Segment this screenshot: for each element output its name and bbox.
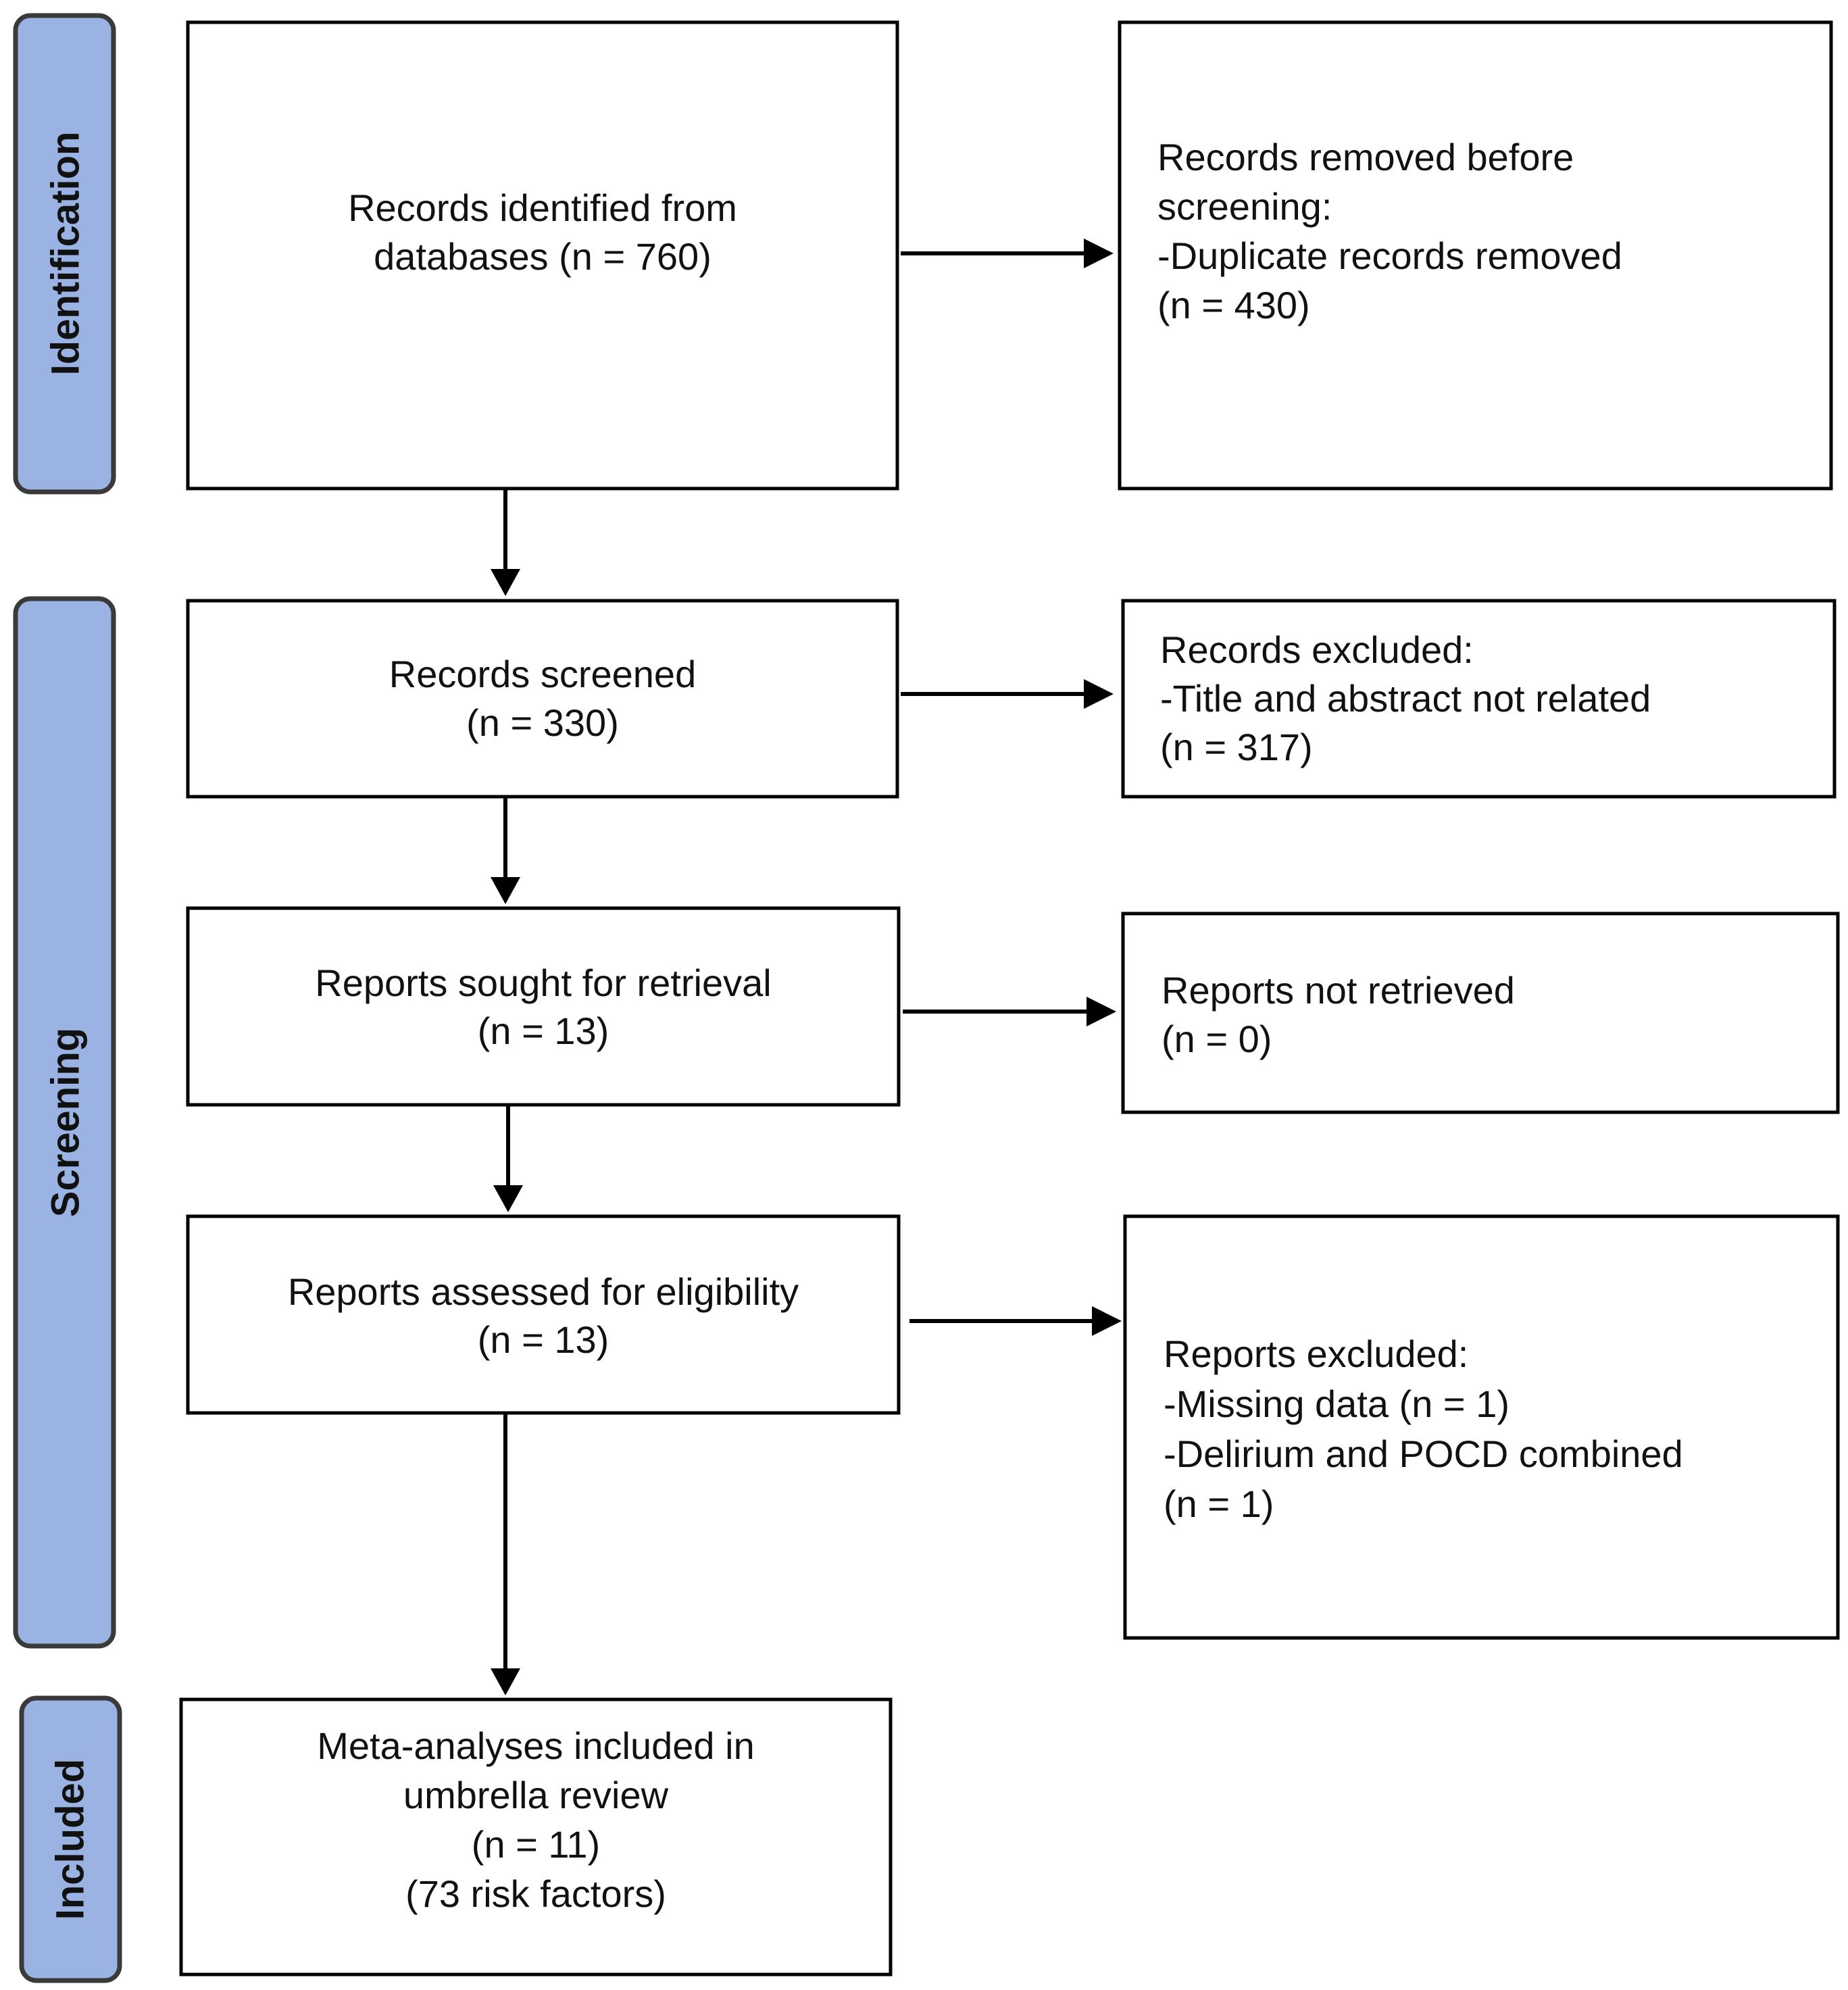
arrow-sought-to-not-retrieved bbox=[903, 997, 1116, 1026]
box-records-screened: Records screened (n = 330) bbox=[186, 599, 899, 799]
box-records-removed-line-4: (n = 430) bbox=[1157, 284, 1310, 326]
stage-identification: Identification bbox=[13, 13, 116, 495]
box-reports-excluded-line-2: -Missing data (n = 1) bbox=[1164, 1383, 1509, 1425]
stage-included: Included bbox=[19, 1695, 122, 1983]
box-records-screened-line-1: Records screened bbox=[389, 653, 696, 695]
stage-screening-label: Screening bbox=[44, 1028, 88, 1217]
arrow-assessed-to-included bbox=[491, 1413, 520, 1695]
box-records-excluded: Records excluded: -Title and abstract no… bbox=[1121, 599, 1837, 799]
arrow-screened-to-excluded bbox=[901, 679, 1114, 709]
box-meta-analyses-included-line-1: Meta-analyses included in bbox=[317, 1724, 754, 1767]
stage-identification-label: Identification bbox=[44, 132, 88, 376]
box-records-removed: Records removed before screening: -Dupli… bbox=[1118, 20, 1833, 491]
box-records-screened-line-2: (n = 330) bbox=[466, 701, 619, 744]
box-records-identified-line-2: databases (n = 760) bbox=[374, 235, 711, 278]
arrow-identified-to-removed bbox=[901, 239, 1114, 268]
box-meta-analyses-included: Meta-analyses included in umbrella revie… bbox=[179, 1697, 893, 1976]
box-meta-analyses-included-line-3: (n = 11) bbox=[472, 1823, 600, 1866]
arrow-screened-to-sought bbox=[491, 797, 520, 904]
arrow-sought-to-assessed bbox=[493, 1105, 523, 1212]
box-reports-not-retrieved-line-2: (n = 0) bbox=[1162, 1018, 1272, 1060]
box-records-excluded-line-2: -Title and abstract not related bbox=[1160, 677, 1651, 720]
box-reports-assessed-line-1: Reports assessed for eligibility bbox=[288, 1270, 799, 1313]
box-records-removed-line-2: screening: bbox=[1157, 185, 1332, 228]
stage-screening: Screening bbox=[13, 596, 116, 1649]
box-meta-analyses-included-line-2: umbrella review bbox=[403, 1774, 669, 1816]
box-reports-not-retrieved-line-1: Reports not retrieved bbox=[1162, 969, 1515, 1012]
box-records-excluded-line-3: (n = 317) bbox=[1160, 726, 1313, 768]
stage-included-label: Included bbox=[49, 1759, 93, 1920]
box-reports-excluded: Reports excluded: -Missing data (n = 1) … bbox=[1123, 1214, 1840, 1640]
box-reports-excluded-line-4: (n = 1) bbox=[1164, 1483, 1274, 1525]
box-meta-analyses-included-line-4: (73 risk factors) bbox=[405, 1872, 666, 1915]
box-reports-excluded-line-1: Reports excluded: bbox=[1164, 1333, 1468, 1375]
box-records-identified: Records identified from databases (n = 7… bbox=[186, 20, 899, 491]
box-records-removed-line-3: -Duplicate records removed bbox=[1157, 234, 1622, 277]
box-reports-sought: Reports sought for retrieval (n = 13) bbox=[186, 906, 901, 1107]
box-reports-not-retrieved: Reports not retrieved (n = 0) bbox=[1121, 912, 1840, 1114]
box-records-excluded-line-1: Records excluded: bbox=[1160, 628, 1474, 671]
box-records-identified-line-1: Records identified from bbox=[348, 186, 737, 229]
box-reports-sought-line-2: (n = 13) bbox=[478, 1010, 609, 1052]
box-reports-assessed: Reports assessed for eligibility (n = 13… bbox=[186, 1214, 901, 1415]
box-reports-excluded-line-3: -Delirium and POCD combined bbox=[1164, 1433, 1683, 1475]
arrow-identified-to-screened bbox=[491, 489, 520, 596]
box-reports-assessed-line-2: (n = 13) bbox=[478, 1318, 609, 1361]
arrow-assessed-to-reports-excluded bbox=[909, 1306, 1122, 1336]
box-records-removed-line-1: Records removed before bbox=[1157, 136, 1574, 178]
box-reports-sought-line-1: Reports sought for retrieval bbox=[315, 962, 771, 1004]
